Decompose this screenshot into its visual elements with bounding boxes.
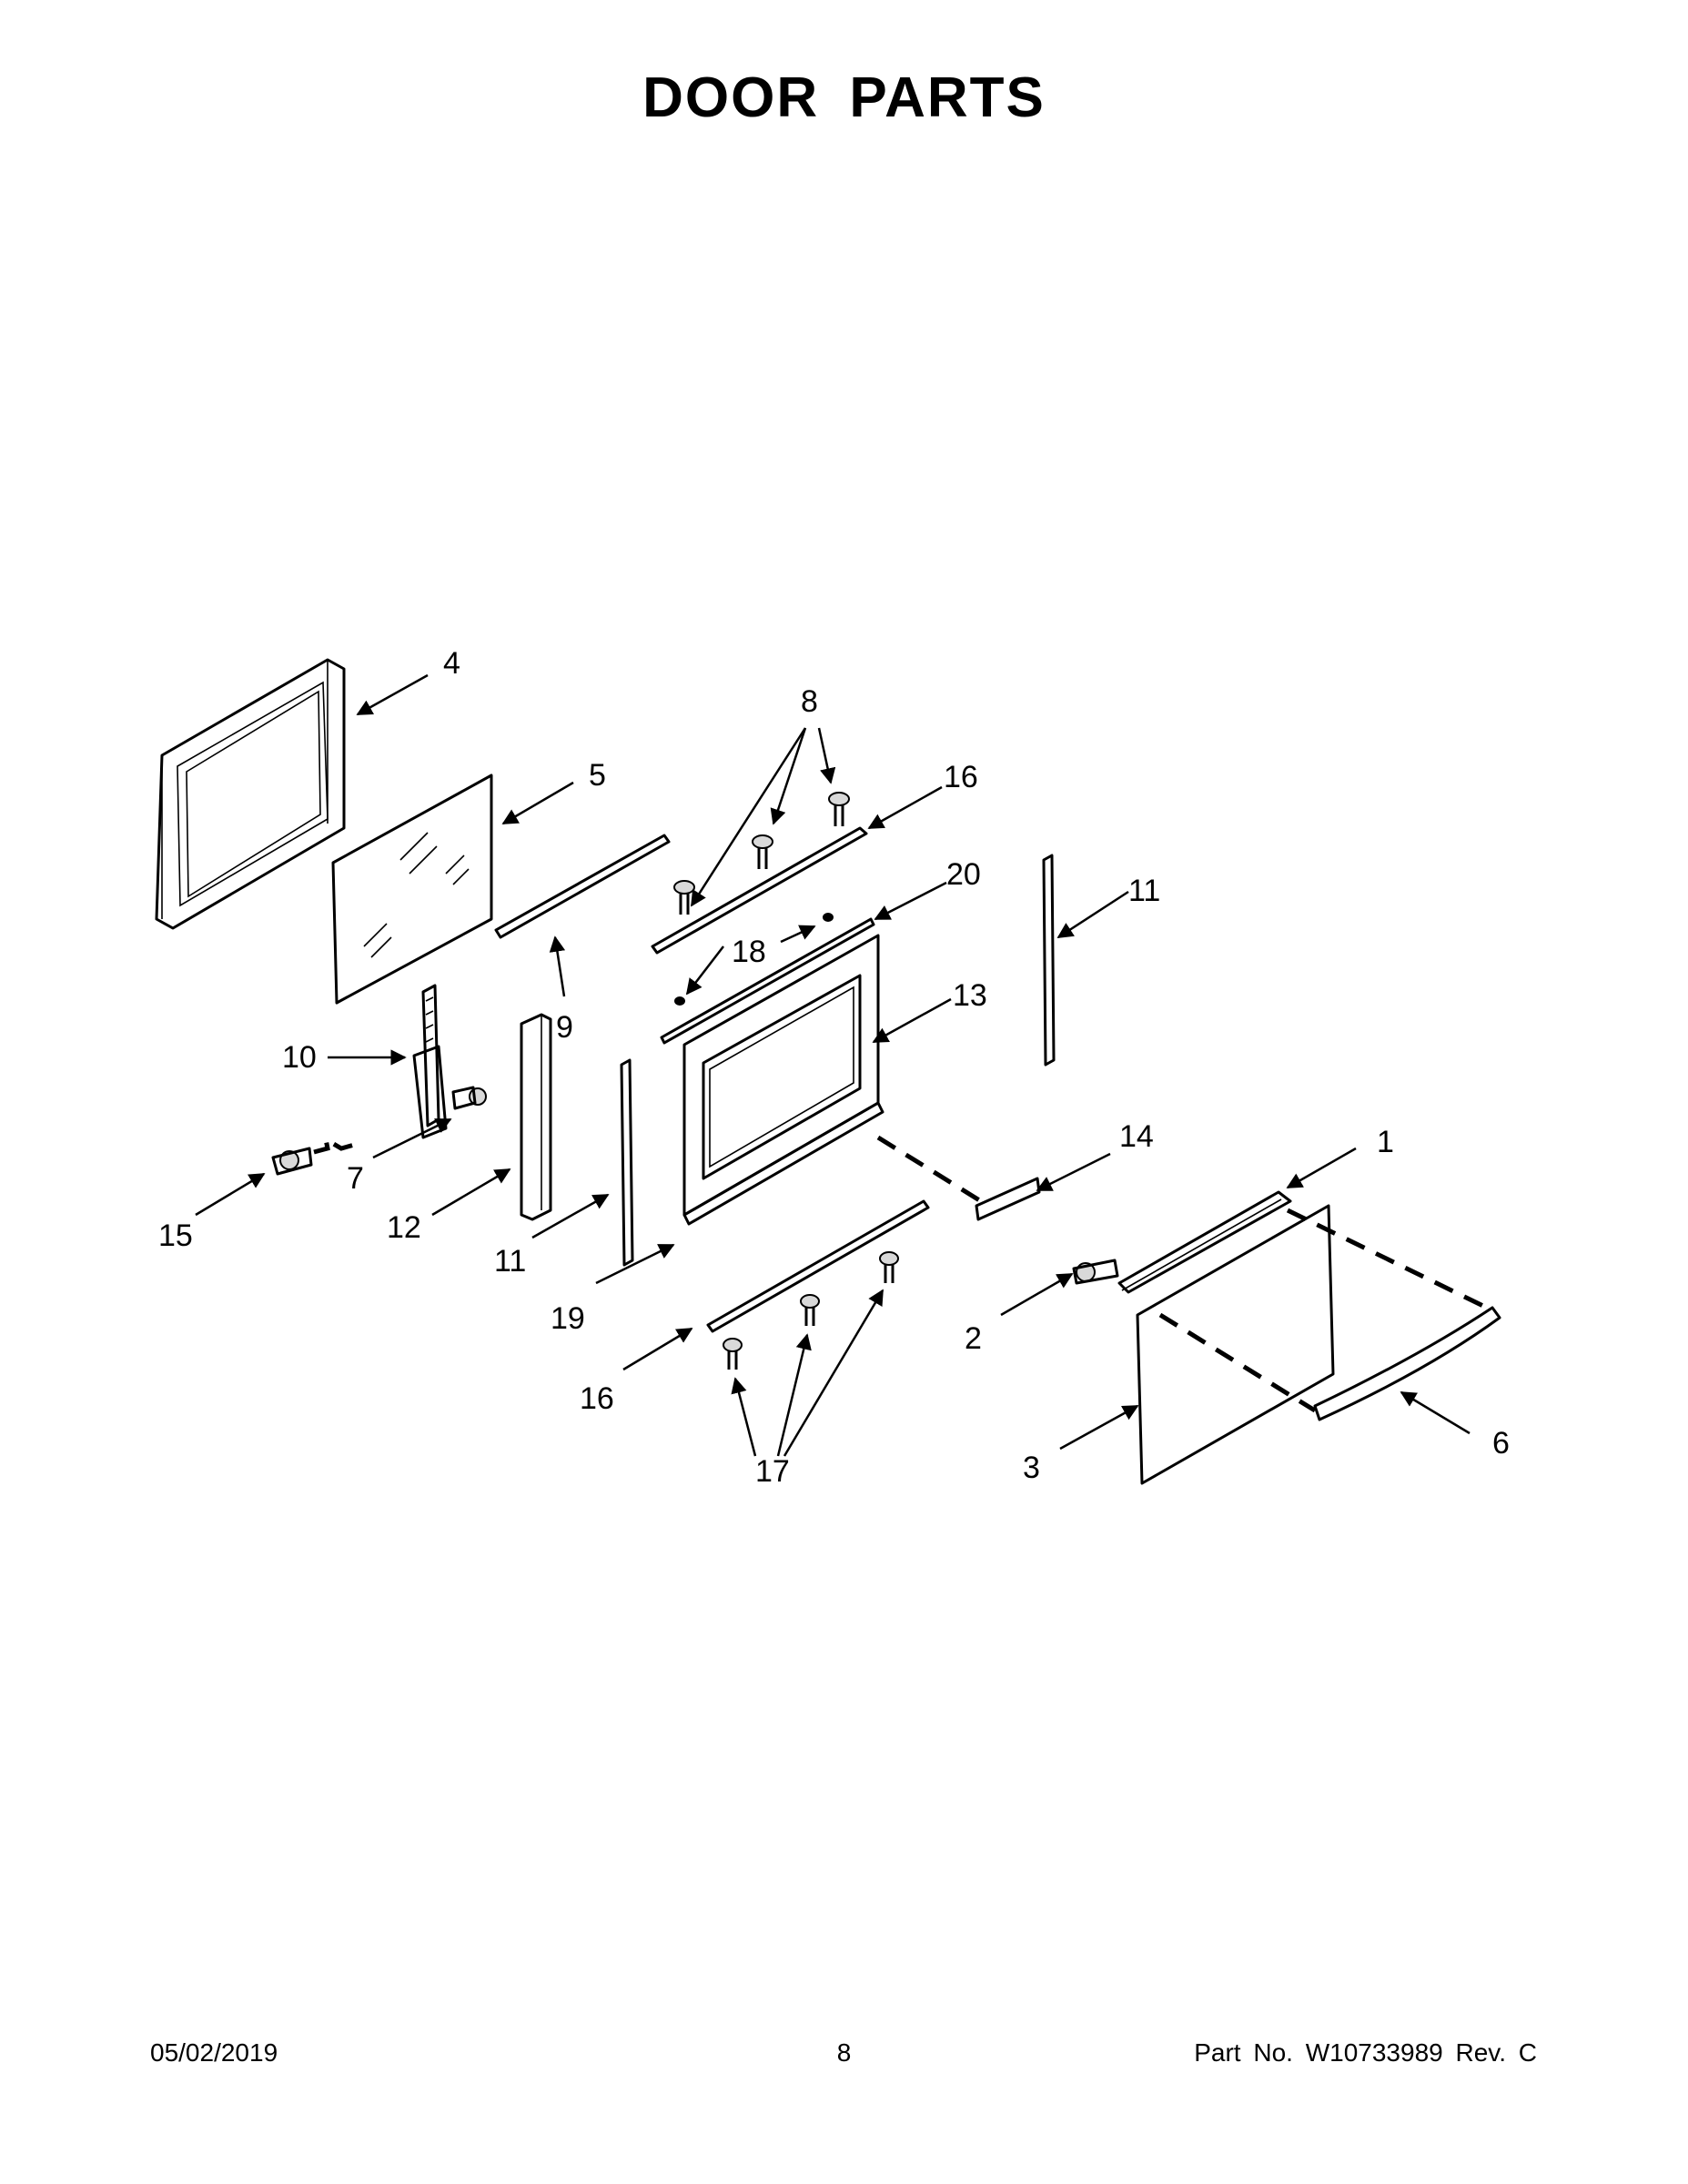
- part-17-screws: [723, 1251, 899, 1370]
- part-2-screw: [1072, 1259, 1119, 1285]
- part-6-assembly-line-top: [1286, 1208, 1494, 1313]
- callout-leader-lines: [195, 673, 1471, 1457]
- callout-7: 7: [347, 1161, 364, 1196]
- part-18-grommets: [674, 913, 834, 1006]
- callout-12: 12: [387, 1210, 421, 1245]
- footer-page-number: 8: [836, 2038, 852, 2067]
- part-12-side-bracket: [520, 1013, 552, 1221]
- part-8-screws: [673, 792, 850, 915]
- footer-part-number: Part No. W10733989 Rev. C: [1194, 2038, 1537, 2067]
- callout-5: 5: [589, 758, 606, 793]
- part-11-right-vertical-strip: [1042, 854, 1056, 1067]
- callout-15: 15: [158, 1218, 193, 1253]
- callout-17: 17: [755, 1454, 790, 1489]
- callout-13: 13: [953, 978, 987, 1013]
- callout-4: 4: [443, 646, 460, 681]
- part-19-bottom-strip: [682, 1101, 884, 1226]
- callout-11-left: 11: [494, 1244, 526, 1279]
- callout-19: 19: [551, 1301, 585, 1336]
- callout-16-bottom: 16: [580, 1381, 614, 1416]
- part-5-door-glass: [331, 774, 493, 1005]
- callout-18: 18: [732, 935, 766, 969]
- callout-9: 9: [556, 1010, 573, 1045]
- callout-8: 8: [801, 684, 818, 719]
- part-14-badge: [975, 1177, 1041, 1221]
- page-title: DOOR PARTS: [642, 66, 1046, 129]
- part-11-left-vertical-strip: [620, 1058, 634, 1267]
- callout-16-top: 16: [944, 760, 978, 794]
- part-10-hinge: [412, 984, 448, 1139]
- part-6-assembly-line-bottom: [1158, 1312, 1317, 1413]
- part-7-zigzag-assembly-line: [313, 1135, 365, 1155]
- footer-date: 05/02/2019: [150, 2038, 278, 2067]
- part-9-trim-strip: [494, 834, 671, 939]
- part-7-screw: [451, 1086, 487, 1110]
- callout-numbers: 4 5 9 10 7 15 12 11 8 16 20 18 13 11 14 …: [158, 646, 1510, 1489]
- callout-6: 6: [1492, 1426, 1510, 1461]
- callout-11-right: 11: [1128, 874, 1160, 908]
- part-16-bottom-bracket: [706, 1199, 930, 1333]
- part-4-inner-door-frame: [155, 658, 346, 930]
- callout-10: 10: [282, 1040, 317, 1075]
- callout-1: 1: [1377, 1125, 1394, 1159]
- part-14-assembly-line: [876, 1135, 983, 1204]
- callout-14: 14: [1119, 1119, 1154, 1154]
- callout-3: 3: [1023, 1451, 1040, 1485]
- part-16-top-bracket: [651, 826, 868, 955]
- part-20-top-strip: [660, 917, 875, 1045]
- part-3-outer-door-panel: [1136, 1204, 1335, 1485]
- part-1-top-trim: [1117, 1190, 1292, 1294]
- part-15-screw: [271, 1147, 313, 1176]
- part-6-door-handle: [1313, 1306, 1501, 1421]
- callout-2: 2: [965, 1321, 982, 1356]
- callout-20: 20: [946, 857, 981, 892]
